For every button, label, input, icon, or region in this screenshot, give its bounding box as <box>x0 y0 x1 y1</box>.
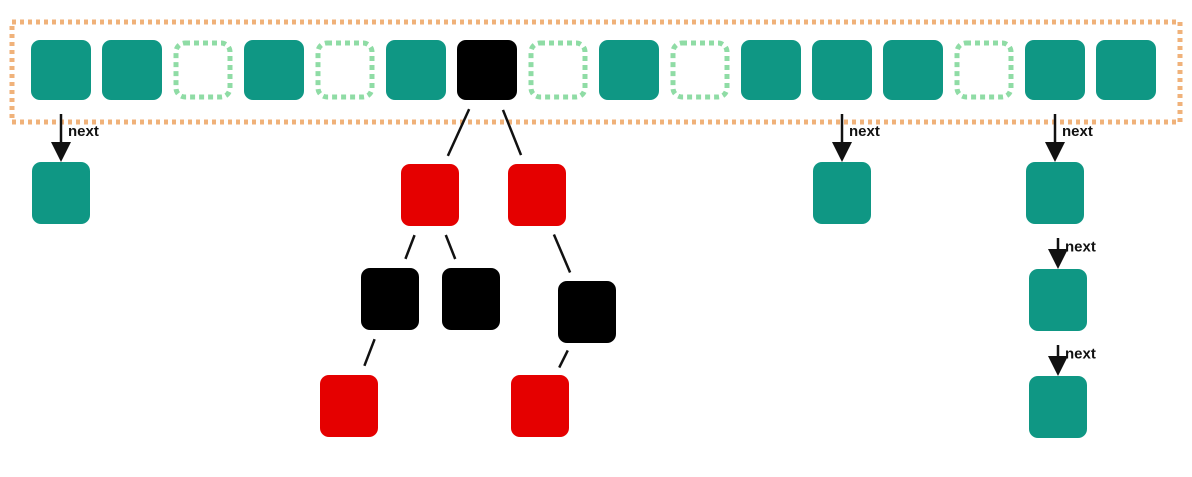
black-tree-node <box>361 268 419 330</box>
tree-edge <box>552 234 572 273</box>
next-label: next <box>68 123 99 140</box>
red-tree-node <box>511 375 569 437</box>
list-node <box>813 162 871 224</box>
empty-bucket <box>315 40 375 100</box>
tree-edge <box>446 108 471 157</box>
tree-edge <box>558 349 569 369</box>
tree-root-bucket <box>457 40 517 100</box>
empty-bucket <box>670 40 730 100</box>
black-tree-node <box>558 281 616 343</box>
list-node <box>1026 162 1084 224</box>
filled-bucket <box>1096 40 1156 100</box>
filled-bucket <box>244 40 304 100</box>
list-node <box>32 162 90 224</box>
black-tree-node <box>442 268 500 330</box>
filled-bucket <box>883 40 943 100</box>
bucket-array-border <box>9 19 1183 125</box>
empty-bucket <box>954 40 1014 100</box>
list-node <box>1029 376 1087 438</box>
next-label: next <box>1065 239 1096 256</box>
empty-bucket <box>528 40 588 100</box>
list-node <box>1029 269 1087 331</box>
red-tree-node <box>508 164 566 226</box>
bucket-array <box>31 40 1156 100</box>
next-label: next <box>849 123 880 140</box>
filled-bucket <box>599 40 659 100</box>
filled-bucket <box>386 40 446 100</box>
tree-edge <box>363 338 376 367</box>
filled-bucket <box>1025 40 1085 100</box>
filled-bucket <box>31 40 91 100</box>
next-label: next <box>1065 346 1096 363</box>
empty-bucket <box>173 40 233 100</box>
red-tree-node <box>401 164 459 226</box>
red-black-tree <box>320 164 616 437</box>
tree-edge <box>444 234 457 260</box>
tree-edge <box>501 109 523 156</box>
next-label: next <box>1062 123 1093 140</box>
linked-lists: next next next next next <box>32 114 1096 438</box>
tree-edge <box>404 234 416 260</box>
red-tree-node <box>320 375 378 437</box>
filled-bucket <box>741 40 801 100</box>
filled-bucket <box>102 40 162 100</box>
tree-edges <box>363 108 572 369</box>
filled-bucket <box>812 40 872 100</box>
